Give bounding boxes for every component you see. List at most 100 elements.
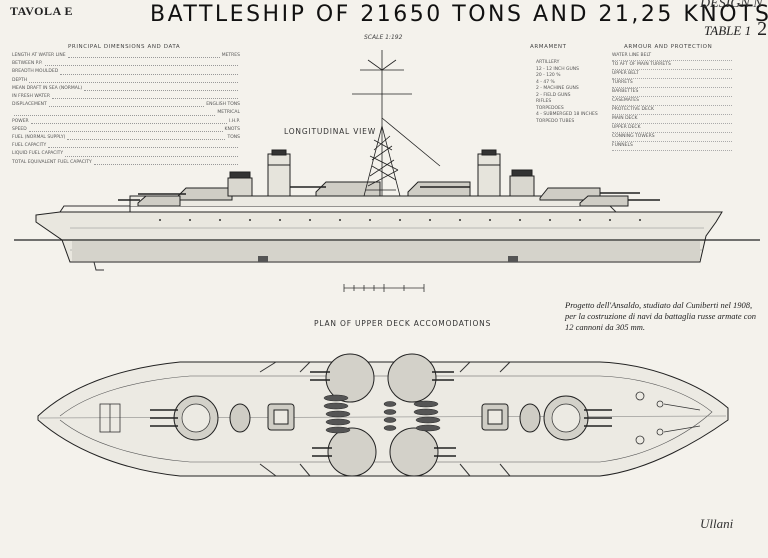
dimension-row: DEPTH (12, 77, 240, 85)
plan-view (37, 353, 729, 477)
dimension-label: FUEL CAPACITY (12, 143, 47, 149)
dimension-unit: I.H.P. (229, 118, 240, 124)
armament-row: ARTILLERY (536, 60, 560, 65)
dimension-row: LENGTH AT WATER LINE METRES (12, 52, 240, 60)
dimension-row: DISPLACEMENT ENGLISH TONS (12, 101, 240, 109)
armor-row: WATER LINE BELT (612, 52, 732, 61)
dotted-leader (67, 134, 226, 141)
dimension-label: LENGTH AT WATER LINE (12, 53, 66, 58)
dotted-leader (65, 150, 238, 157)
anchor-gear (635, 391, 701, 445)
funnels (267, 149, 501, 197)
longitudinal-view-label: LONGITUDINAL VIEW (284, 127, 376, 136)
armor-row: TURRETS (612, 79, 732, 88)
armor-row: TO AFT OF MAIN TURRETS (612, 61, 732, 70)
armament-title: ARMAMENT (530, 44, 567, 50)
armament-row: TORPEDOES (536, 105, 564, 111)
dimension-label: MEAN DRAFT IN SEA (NORMAL) (12, 85, 83, 91)
page-title: BATTLESHIP OF 21650 TONS AND 21,25 KNOTS (150, 2, 768, 27)
dimension-unit: ENGLISH TONS (206, 102, 240, 108)
casemate-guns (259, 361, 511, 477)
dimension-label: DEPTH (12, 77, 28, 83)
dotted-leader (30, 118, 228, 124)
armor-row: FUNNELS (612, 142, 732, 151)
armor-row: PROTECTIVE DECK (612, 106, 732, 115)
deck-outline (37, 361, 729, 477)
dimension-row: BREADTH MOULDED (12, 68, 240, 76)
plate-label: TAVOLA E (10, 4, 74, 18)
dimension-row: POWER I.H.P. (12, 118, 240, 126)
caption-text: Progetto dell'Ansaldo, studiato dal Cuni… (565, 300, 757, 332)
longitudinal-view (14, 50, 760, 292)
armament-row: 4 - SUBMERGED 18 INCHES TORPEDO TUBES (536, 112, 598, 124)
dimension-label: LIQUID FUEL CAPACITY (12, 151, 64, 157)
table-number: 2 (757, 18, 768, 40)
dimension-unit: METRICAL (217, 110, 240, 116)
armament-row: RIFLES (536, 99, 552, 104)
dimension-label: DISPLACEMENT (12, 102, 47, 108)
dimension-unit: METRES (221, 53, 240, 58)
dotted-leader (84, 85, 238, 92)
dimension-label: BETWEEN P.P. (12, 61, 43, 67)
armor-row: CASEMATES (612, 97, 732, 106)
dimension-row: SPEED KNOTS (12, 126, 240, 134)
dotted-leader (28, 126, 223, 133)
dimension-row: BETWEEN P.P. (12, 60, 240, 68)
dimension-row: METRICAL (12, 109, 240, 117)
armor-row: BARBETTES (612, 88, 732, 97)
boats (323, 394, 441, 434)
dimension-unit: TONS (227, 135, 240, 141)
dimension-label: SPEED (12, 126, 27, 132)
dimension-label: BREADTH MOULDED (12, 69, 59, 75)
dimensions-list: LENGTH AT WATER LINE METRES BETWEEN P.P. BR… (12, 52, 240, 167)
dotted-leader (29, 77, 238, 83)
dimension-label: FUEL (NORMAL SUPPLY) (12, 135, 66, 141)
dimension-row: MEAN DRAFT IN SEA (NORMAL) (12, 85, 240, 93)
scale-label: SCALE 1:192 (364, 34, 403, 41)
dotted-leader (52, 93, 238, 100)
dimension-unit: KNOTS (224, 126, 240, 132)
armor-row: UPPER BELT (612, 70, 732, 79)
dotted-leader (93, 159, 238, 165)
dimension-label: POWER (12, 118, 29, 124)
table-label: TABLE 1 2 (704, 18, 767, 41)
turret-guns-plan (150, 371, 612, 457)
dimension-row: FUEL CAPACITY (12, 142, 240, 150)
dimension-row: TOTAL EQUIVALENT FUEL CAPACITY (12, 159, 240, 167)
scale-bar (343, 284, 425, 292)
dotted-leader (67, 52, 220, 59)
armor-title: ARMOUR AND PROTECTION (624, 44, 713, 50)
design-label: DESIGN N (700, 0, 763, 11)
dimensions-title: PRINCIPAL DIMENSIONS AND DATA (68, 44, 181, 50)
dimension-row: IN FRESH WATER (12, 93, 240, 101)
portholes (159, 219, 641, 221)
table-label-text: TABLE 1 (704, 23, 752, 38)
armament-row: 12 - 12 INCH GUNS (536, 66, 580, 72)
plan-view-label: PLAN OF UPPER DECK ACCOMODATIONS (314, 319, 492, 328)
lattice-mast (352, 50, 441, 197)
dotted-leader (48, 101, 205, 108)
armor-row: CONNING TOWERS (612, 133, 732, 142)
armament-row: 2 - MACHINE GUNS (536, 86, 579, 91)
bridge-towers (227, 169, 535, 197)
armor-row: MAIN DECK (612, 115, 732, 124)
funnels-plan (229, 403, 541, 433)
turrets-side (137, 181, 629, 207)
armament-row: 20 - 120 % (536, 73, 561, 78)
dotted-leader (44, 60, 238, 67)
dotted-leader (60, 68, 238, 75)
dimension-row: FUEL (NORMAL SUPPLY) TONS (12, 134, 240, 142)
armament-row: 2 - FIELD GUNS (536, 92, 571, 98)
armor-row: UPPER DECK (612, 124, 732, 133)
dimension-row: LIQUID FUEL CAPACITY (12, 150, 240, 158)
signature: Ullani (700, 516, 734, 531)
deck-line (59, 205, 131, 213)
dimension-label: TOTAL EQUIVALENT FUEL CAPACITY (12, 159, 92, 165)
armament-row: 4 - 47 % (536, 79, 555, 85)
dimension-label: IN FRESH WATER (12, 94, 51, 100)
dotted-leader (48, 142, 238, 149)
dotted-leader (14, 109, 216, 116)
